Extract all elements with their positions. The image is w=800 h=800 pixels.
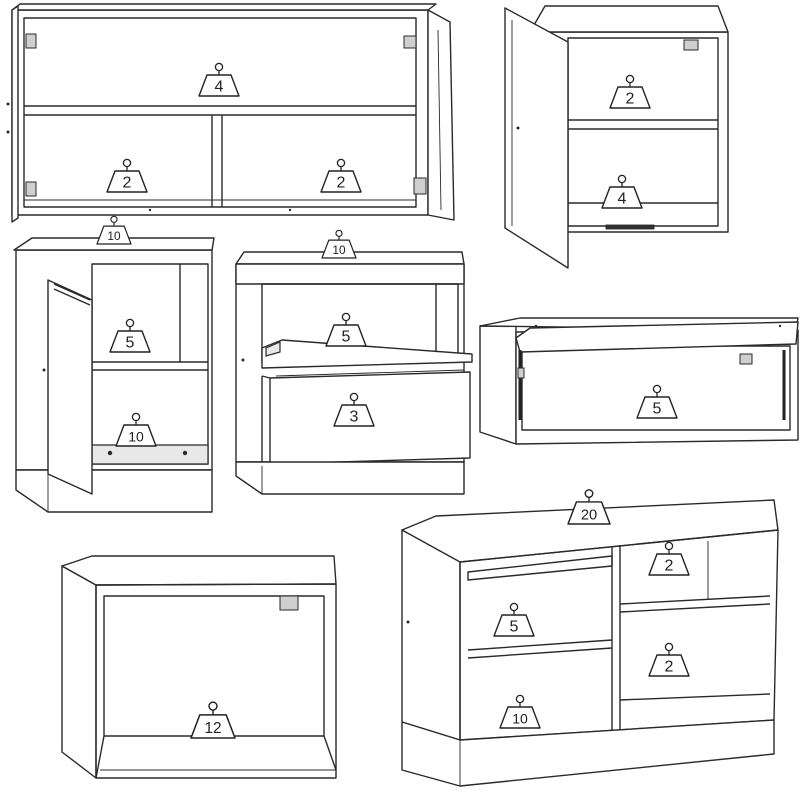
weight-badge-sideboard-right-upper: 2 bbox=[648, 541, 690, 576]
weight-icon bbox=[609, 86, 651, 109]
weight-badge-sideboard-left-shelf: 5 bbox=[493, 602, 535, 637]
weight-ring bbox=[122, 158, 132, 168]
weight-ring bbox=[131, 412, 141, 422]
weight-badge-base-door-shelf: 5 bbox=[109, 318, 151, 353]
weight-label: 10 bbox=[512, 711, 528, 727]
weight-ring bbox=[509, 602, 519, 612]
weight-badge-base-door-bottom: 10 bbox=[115, 412, 157, 447]
wall-cabinet-open bbox=[61, 555, 337, 779]
weight-badge-wall-flap-bottom: 5 bbox=[636, 384, 678, 419]
weight-icon bbox=[325, 324, 367, 347]
weight-ring bbox=[617, 174, 627, 184]
weight-icon bbox=[106, 170, 148, 193]
weight-icon bbox=[499, 706, 541, 729]
weight-icon bbox=[636, 396, 678, 419]
weight-ring bbox=[664, 642, 674, 652]
weight-ring bbox=[208, 701, 218, 711]
weight-ring bbox=[341, 312, 351, 322]
weight-badge-sideboard-right-lower: 2 bbox=[648, 642, 690, 677]
weight-icon bbox=[601, 186, 643, 209]
weight-badge-wall-long-left-shelf: 2 bbox=[106, 158, 148, 193]
weight-label: 4 bbox=[215, 79, 224, 96]
base-cabinet-drawer bbox=[235, 251, 473, 495]
weight-icon bbox=[190, 714, 236, 739]
weight-badge-base-drawer-shelf: 5 bbox=[325, 312, 367, 347]
weight-icon bbox=[493, 614, 535, 637]
weight-ring bbox=[515, 694, 525, 704]
weight-label: 5 bbox=[342, 329, 351, 346]
weight-badge-wall-tall-upper-shelf: 2 bbox=[609, 74, 651, 109]
weight-badge-sideboard-top: 20 bbox=[567, 489, 611, 525]
weight-badge-wall-long-right-shelf: 2 bbox=[320, 158, 362, 193]
weight-badge-base-drawer-drawer: 3 bbox=[333, 392, 375, 427]
weight-ring bbox=[625, 74, 635, 84]
weight-ring bbox=[584, 489, 594, 499]
weight-label: 5 bbox=[510, 619, 519, 636]
weight-ring bbox=[336, 158, 346, 168]
weight-label: 12 bbox=[204, 720, 221, 737]
weight-icon bbox=[320, 170, 362, 193]
weight-label: 2 bbox=[626, 91, 635, 108]
weight-badges: 4 2 2 2 4 10 5 10 10 5 3 5 12 20 5 10 2 2 bbox=[96, 62, 690, 739]
weight-label: 2 bbox=[665, 558, 674, 575]
weight-label: 2 bbox=[123, 175, 132, 192]
wall-cabinet-double-door bbox=[6, 3, 455, 223]
weight-label: 4 bbox=[618, 191, 627, 208]
base-cabinet-door bbox=[13, 237, 215, 513]
weight-label: 2 bbox=[665, 659, 674, 676]
weight-badge-wall-long-upper-shelf: 4 bbox=[198, 62, 240, 97]
weight-badge-wall-tall-bottom: 4 bbox=[601, 174, 643, 209]
weight-ring bbox=[349, 392, 359, 402]
weight-label: 10 bbox=[107, 229, 121, 243]
weight-label: 5 bbox=[126, 335, 135, 352]
weight-icon bbox=[115, 424, 157, 447]
weight-ring bbox=[110, 215, 118, 223]
weight-label: 10 bbox=[128, 429, 144, 445]
weight-label: 3 bbox=[350, 409, 359, 426]
weight-badge-wall-open-bottom: 12 bbox=[190, 701, 236, 739]
weight-badge-sideboard-left-bottom: 10 bbox=[499, 694, 541, 729]
weight-ring bbox=[214, 62, 224, 72]
weight-icon bbox=[648, 553, 690, 576]
weight-icon bbox=[96, 225, 132, 245]
weight-ring bbox=[335, 229, 343, 237]
weight-icon bbox=[333, 404, 375, 427]
weight-badge-base-door-top: 10 bbox=[96, 215, 132, 245]
sideboard bbox=[401, 499, 779, 787]
weight-icon bbox=[109, 330, 151, 353]
weight-icon bbox=[648, 654, 690, 677]
wall-cabinet-single-door bbox=[504, 5, 729, 269]
weight-label: 10 bbox=[332, 243, 346, 257]
weight-badge-base-drawer-top: 10 bbox=[321, 229, 357, 259]
weight-icon bbox=[321, 239, 357, 259]
weight-ring bbox=[664, 541, 674, 551]
weight-label: 2 bbox=[337, 175, 346, 192]
weight-icon bbox=[567, 501, 611, 525]
weight-icon bbox=[198, 74, 240, 97]
weight-label: 5 bbox=[653, 401, 662, 418]
weight-label: 20 bbox=[581, 507, 597, 523]
weight-ring bbox=[652, 384, 662, 394]
wall-cabinet-flap bbox=[479, 317, 799, 445]
weight-ring bbox=[125, 318, 135, 328]
